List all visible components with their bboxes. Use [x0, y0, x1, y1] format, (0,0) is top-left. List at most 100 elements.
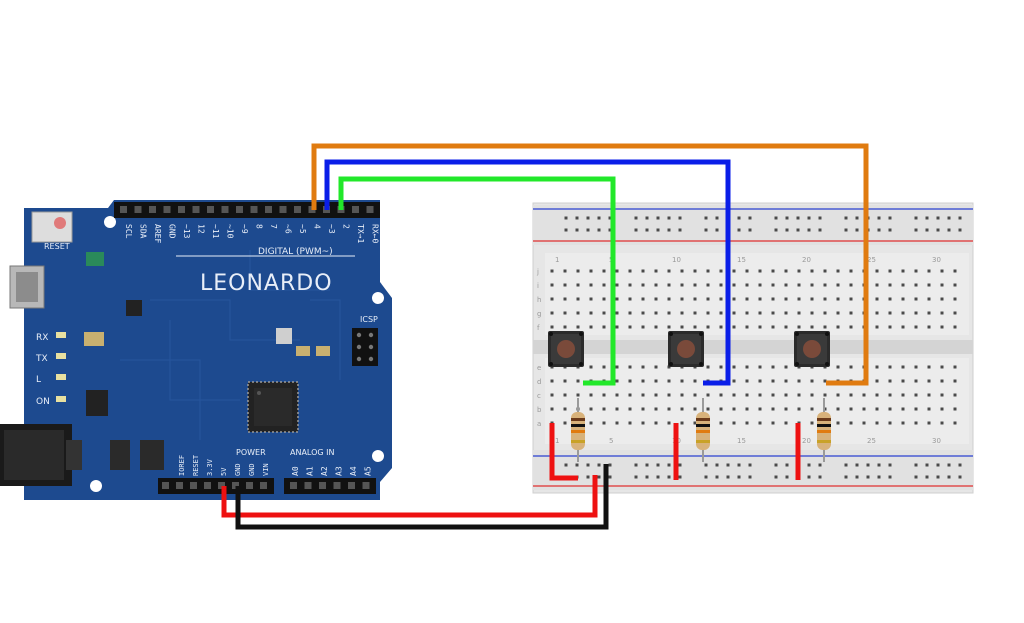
breadboard-hole: [797, 297, 801, 301]
breadboard-hole: [758, 325, 762, 329]
breadboard-hole: [615, 365, 619, 369]
regulator: [86, 390, 108, 416]
breadboard-hole: [771, 421, 775, 425]
breadboard-hole: [693, 407, 697, 411]
header-pin: [260, 482, 267, 489]
breadboard-hole: [875, 283, 879, 287]
breadboard-hole: [628, 297, 632, 301]
breadboard-hole: [823, 283, 827, 287]
breadboard-hole: [875, 421, 879, 425]
rail-hole: [774, 216, 778, 220]
breadboard-hole: [927, 379, 931, 383]
breadboard-hole: [953, 421, 957, 425]
digital-pin-label: 2: [342, 224, 351, 229]
dc-power-jack: [0, 424, 82, 486]
breadboard-hole: [901, 393, 905, 397]
rail-hole: [947, 216, 951, 220]
rail-hole: [704, 216, 708, 220]
rail-hole: [866, 475, 870, 479]
rail-hole: [958, 463, 962, 467]
digital-pin-label: ~10: [226, 224, 235, 239]
breadboard-hole: [836, 393, 840, 397]
terminal-area-top: [545, 253, 969, 335]
breadboard-hole: [589, 269, 593, 273]
breadboard-hole: [732, 421, 736, 425]
breadboard-hole: [615, 311, 619, 315]
breadboard-hole: [823, 393, 827, 397]
breadboard-hole: [875, 407, 879, 411]
breadboard-hole: [628, 407, 632, 411]
breadboard-hole: [667, 269, 671, 273]
header-pin: [192, 206, 200, 213]
crystal: [276, 328, 292, 344]
rail-hole: [656, 216, 660, 220]
breadboard-hole: [810, 269, 814, 273]
breadboard-hole: [849, 283, 853, 287]
header-pin: [246, 482, 253, 489]
rail-hole: [597, 216, 601, 220]
top-power-rail: [533, 205, 973, 245]
breadboard-hole: [758, 407, 762, 411]
rail-hole: [715, 463, 719, 467]
breadboard-hole: [953, 311, 957, 315]
breadboard-hole: [875, 311, 879, 315]
rail-hole: [715, 216, 719, 220]
power-pin-label: 5V: [220, 467, 228, 476]
header-pin: [218, 482, 225, 489]
rail-hole: [925, 463, 929, 467]
capacitor: [316, 346, 330, 356]
atmega32u4-chip: [247, 381, 299, 433]
breadboard-hole: [784, 379, 788, 383]
analog-pin-label: A1: [306, 466, 315, 476]
breadboard-hole: [810, 297, 814, 301]
analog-pin-label: A2: [320, 466, 329, 476]
reset-label: RESET: [44, 242, 70, 251]
breadboard-hole: [875, 269, 879, 273]
header-pin: [207, 206, 214, 213]
rail-hole: [936, 475, 940, 479]
breadboard-hole: [667, 393, 671, 397]
breadboard-hole: [550, 325, 554, 329]
rail-hole: [818, 475, 822, 479]
breadboard-hole: [940, 365, 944, 369]
breadboard-hole: [745, 421, 749, 425]
breadboard-hole: [667, 407, 671, 411]
breadboard-hole: [888, 283, 892, 287]
header-pin: [236, 206, 243, 213]
col-num-20-bottom: 20: [802, 437, 811, 445]
rail-hole: [748, 228, 752, 232]
breadboard-hole: [745, 311, 749, 315]
breadboard-hole: [615, 393, 619, 397]
wires: [221, 143, 869, 530]
breadboard-hole: [615, 297, 619, 301]
orange-wire: [311, 143, 869, 386]
rail-hole: [958, 228, 962, 232]
breadboard-hole: [602, 365, 606, 369]
breadboard-hole: [576, 283, 580, 287]
digital-pin-label: GND: [168, 224, 177, 239]
breadboard-hole: [784, 325, 788, 329]
breadboard-hole: [732, 393, 736, 397]
capacitor: [110, 440, 130, 470]
breadboard-hole: [628, 421, 632, 425]
mounting-hole: [372, 450, 384, 462]
rail-hole: [877, 475, 881, 479]
header-pin: [304, 482, 312, 489]
capacitor: [140, 440, 164, 470]
header-pin: [162, 482, 169, 489]
green-wire: [338, 176, 616, 386]
breadboard-hole: [823, 379, 827, 383]
analog-pin-label: A5: [364, 466, 373, 476]
power-pin-label: 3.3V: [206, 458, 214, 476]
breadboard-hole: [641, 311, 645, 315]
rail-hole: [914, 475, 918, 479]
breadboard-hole: [732, 379, 736, 383]
rail-hole: [947, 228, 951, 232]
rail-hole: [667, 228, 671, 232]
rail-hole: [807, 228, 811, 232]
breadboard-hole: [680, 269, 684, 273]
push-button-1: [548, 331, 584, 367]
breadboard-hole: [797, 379, 801, 383]
breadboard-hole: [901, 311, 905, 315]
breadboard-hole: [693, 269, 697, 273]
